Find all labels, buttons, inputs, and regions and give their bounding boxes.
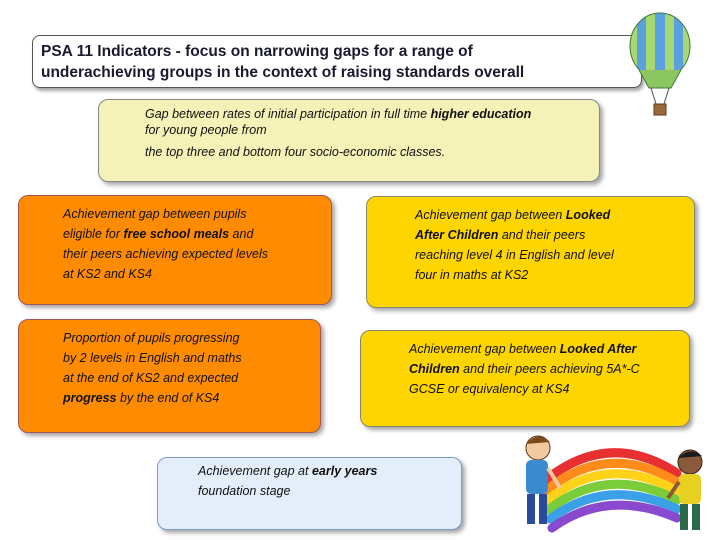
title-line-2: underachieving groups in the context of … bbox=[41, 64, 525, 81]
blue-box-line-1: Achievement gap at early years bbox=[198, 464, 378, 478]
yellow-box-1-line-3: reaching level 4 in English and level bbox=[415, 248, 614, 262]
orange-box-2-line-1: Proportion of pupils progressing bbox=[63, 331, 240, 345]
orange-box-1-line-4: at KS2 and KS4 bbox=[63, 267, 152, 281]
orange-box-1-line-2: eligible for free school meals and bbox=[63, 227, 254, 241]
orange-box-2-line-3: at the end of KS2 and expected bbox=[63, 371, 239, 385]
yellow-box-2-line-3: GCSE or equivalency at KS4 bbox=[409, 382, 570, 396]
blue-box-line-2: foundation stage bbox=[198, 484, 291, 498]
title-line-1: PSA 11 Indicators - focus on narrowing g… bbox=[41, 43, 473, 60]
yellow-box-1-line-1: Achievement gap between Looked bbox=[415, 208, 611, 222]
children-with-rainbow-icon bbox=[525, 435, 703, 533]
free-school-meals-gap-box: Achievement gap between pupils eligible … bbox=[18, 195, 332, 305]
yellow-box-2-line-2: Children and their peers achieving 5A*-C bbox=[409, 362, 640, 376]
looked-after-children-ks2-box: Achievement gap between Looked After Chi… bbox=[366, 196, 695, 308]
hot-air-balloon-icon bbox=[629, 12, 691, 116]
yellow-box-1-line-2: After Children and their peers bbox=[415, 228, 586, 242]
top-box-line-1: Gap between rates of initial participati… bbox=[145, 107, 532, 121]
orange-box-2-line-2: by 2 levels in English and maths bbox=[63, 351, 242, 365]
early-years-gap-box: Achievement gap at early years foundatio… bbox=[157, 457, 462, 530]
top-box-line-2: for young people from bbox=[145, 123, 267, 137]
looked-after-children-gcse-box: Achievement gap between Looked After Chi… bbox=[360, 330, 690, 427]
pupil-progress-box: Proportion of pupils progressing by 2 le… bbox=[18, 319, 321, 433]
slide-title: PSA 11 Indicators - focus on narrowing g… bbox=[32, 35, 642, 88]
orange-box-1-line-1: Achievement gap between pupils bbox=[63, 207, 247, 221]
top-box-line-3: the top three and bottom four socio-econ… bbox=[145, 145, 446, 159]
orange-box-1-line-3: their peers achieving expected levels bbox=[63, 247, 268, 261]
higher-education-gap-box: Gap between rates of initial participati… bbox=[98, 99, 600, 182]
yellow-box-2-line-1: Achievement gap between Looked After bbox=[409, 342, 637, 356]
yellow-box-1-line-4: four in maths at KS2 bbox=[415, 268, 529, 282]
orange-box-2-line-4: progress by the end of KS4 bbox=[63, 391, 220, 405]
